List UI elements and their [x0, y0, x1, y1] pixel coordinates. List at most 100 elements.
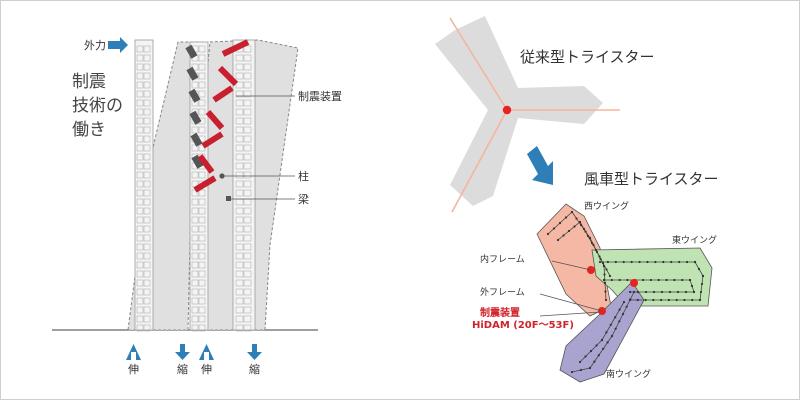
beam-label: 梁 — [298, 193, 309, 206]
frame-node — [632, 290, 636, 294]
frame-node — [603, 273, 606, 276]
technique-title: 制震 技術の 働き — [72, 72, 123, 140]
column-damper-blocks — [185, 44, 204, 169]
device-label: 制震装置 — [480, 308, 520, 319]
frame-node — [628, 290, 632, 294]
frame-node — [562, 234, 565, 237]
damper-bar — [201, 131, 224, 149]
building-illustration — [52, 37, 318, 360]
frame-node — [701, 274, 705, 278]
force-label: 外力 — [84, 39, 106, 52]
frame-node — [654, 260, 657, 264]
frame-node — [564, 216, 568, 219]
stretch-label-2: 伸 — [201, 363, 212, 376]
frame-node — [684, 290, 688, 294]
frame-node — [693, 260, 697, 264]
frame-node — [604, 290, 607, 293]
frame-node — [588, 366, 592, 370]
pinwheel-leader-lines — [539, 260, 603, 317]
frame-node — [570, 370, 574, 374]
compress-label-2: 縮 — [249, 363, 260, 376]
frame-node — [614, 316, 617, 319]
frame-node — [603, 281, 607, 285]
frame-node — [626, 278, 629, 282]
frame-node — [592, 243, 595, 247]
frame-node — [622, 300, 626, 304]
frame-node — [621, 312, 625, 316]
frame-node — [605, 268, 608, 271]
frame-node — [558, 221, 562, 225]
frame-node — [567, 229, 571, 233]
frame-node — [608, 274, 612, 278]
frame-node — [683, 298, 686, 302]
up-arrow-icon — [126, 344, 141, 360]
frame-node — [691, 298, 694, 302]
frame-node — [641, 278, 645, 282]
frame-node — [618, 308, 621, 311]
frame-node — [552, 227, 556, 230]
transition-arrow-icon — [527, 146, 553, 185]
frame-node — [601, 261, 605, 265]
frame-node — [622, 260, 625, 264]
frame-node — [644, 290, 648, 294]
pinwheel-tristar-shape — [536, 203, 713, 383]
frame-node — [578, 220, 582, 224]
leader-lines — [224, 95, 295, 200]
frame-node — [595, 344, 598, 347]
frame-node — [630, 260, 633, 264]
frame-node — [578, 360, 582, 364]
frame-node — [556, 238, 560, 242]
frame-node — [605, 331, 608, 334]
frame-node — [688, 278, 692, 282]
frame-node — [546, 232, 550, 236]
frame-node — [681, 278, 684, 282]
conventional-axis-lines — [449, 17, 620, 213]
frame-node — [657, 278, 660, 282]
beam-marker — [226, 196, 231, 201]
column-marker — [219, 173, 225, 179]
frame-node — [599, 257, 602, 261]
frame-node-dots — [546, 210, 705, 374]
south-wing — [559, 281, 645, 383]
frame-node — [598, 255, 601, 258]
frame-node — [649, 278, 653, 282]
frame-node — [698, 298, 702, 302]
outer-frame-label: 外フレーム — [480, 288, 525, 298]
frame-node — [602, 264, 606, 268]
frame-node — [629, 298, 632, 301]
frame-node — [606, 341, 609, 344]
conventional-tristar-shape — [435, 16, 620, 213]
frame-node — [600, 338, 604, 342]
south-wing-label: 南ウイング — [606, 370, 652, 380]
damper-bar — [221, 39, 250, 57]
frame-node — [665, 278, 668, 282]
compress-label-1: 縮 — [177, 363, 188, 376]
frame-node — [692, 290, 696, 294]
frame-node — [606, 260, 610, 264]
frame-node — [582, 227, 586, 231]
core-dot-east — [630, 279, 638, 287]
frame-node — [660, 290, 664, 294]
frame-node — [593, 360, 596, 363]
frame-node — [636, 298, 639, 302]
frame-node — [652, 290, 656, 294]
damper-bar — [193, 175, 217, 193]
frame-node — [595, 250, 599, 254]
frame-node — [573, 225, 576, 228]
inner-frame-label: 内フレーム — [480, 255, 525, 265]
frame-node — [667, 298, 670, 302]
frame-node — [675, 298, 678, 302]
frame-node — [584, 230, 587, 233]
damper-bar — [197, 154, 215, 174]
east-wing-label: 東ウイング — [672, 236, 718, 246]
frame-node — [676, 290, 680, 294]
frame-node — [588, 236, 592, 240]
pinwheel-title: 風車型トライスター — [584, 170, 719, 188]
frame-node — [699, 290, 703, 294]
column-label: 柱 — [298, 170, 309, 183]
frame-node — [668, 290, 672, 294]
damper-label: 制震装置 — [298, 90, 342, 103]
stretch-label-1: 伸 — [128, 363, 139, 376]
